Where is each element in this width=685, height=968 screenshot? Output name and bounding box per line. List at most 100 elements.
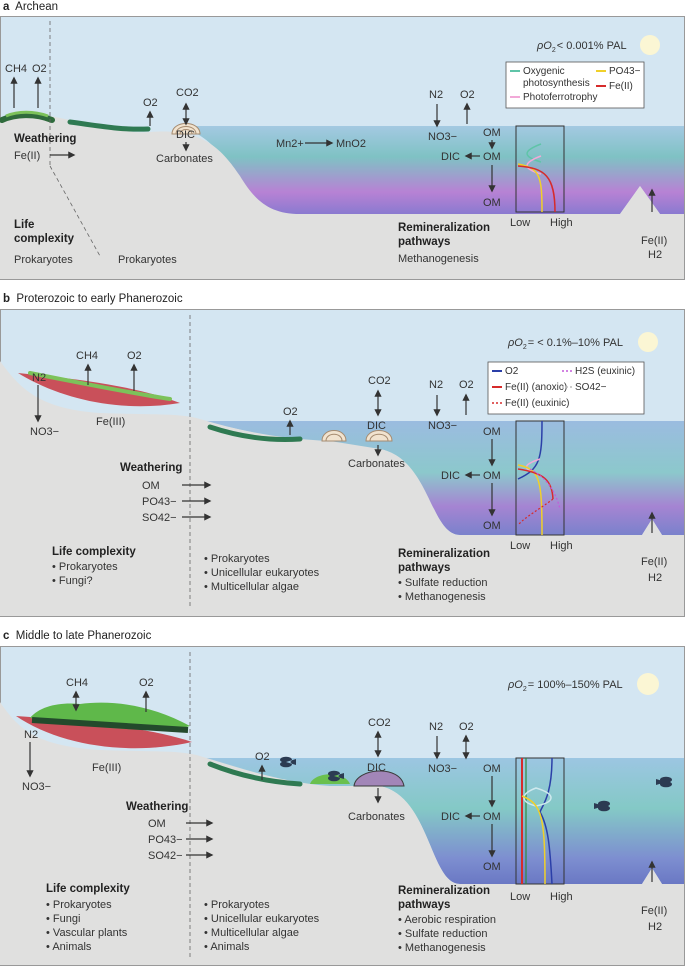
panel-c-reef xyxy=(353,770,405,787)
panel-a-fe-vent: Fe(II) xyxy=(641,235,667,247)
panel-a-om1: OM xyxy=(483,127,501,139)
panel-a-weathering: Weathering xyxy=(14,133,76,145)
panel-c-title: c Middle to late Phanerozoic xyxy=(3,630,151,642)
panel-a-life-title-2: complexity xyxy=(14,233,75,245)
panel-c-life-left-0: • Prokaryotes xyxy=(46,899,112,911)
panel-c-remin-1-text: Sulfate reduction xyxy=(405,928,488,940)
panel-c-life-left-3: • Animals xyxy=(46,941,92,953)
panel-b-land-mat xyxy=(28,371,172,401)
panel-c-o2: O2 xyxy=(139,677,154,689)
panel-c-life-left-1: • Fungi xyxy=(46,913,80,925)
panel-a-legend-2: PO43− xyxy=(609,66,641,77)
panel-c-n2-r: N2 xyxy=(429,721,443,733)
panel-b-sun xyxy=(638,332,658,352)
panel-b-profile-fe-euxinic xyxy=(517,498,554,526)
panel-c-remin-2-text: Methanogenesis xyxy=(405,942,486,954)
panel-c-life-right-2-text: Multicellular algae xyxy=(211,927,299,939)
panel-a-ocean xyxy=(180,126,684,214)
panel-b-ch4: CH4 xyxy=(76,350,98,362)
panel-c-remin-title-2: pathways xyxy=(398,899,450,911)
panel-c-weathering: Weathering xyxy=(126,801,188,813)
panel-a-po2: ρO2< 0.001% PAL xyxy=(536,40,627,54)
panel-c-life-title: Life complexity xyxy=(46,883,130,895)
panel-b-w-po4: PO43− xyxy=(142,496,177,508)
panel-a-land-mat xyxy=(0,112,55,123)
panel-b-w-so4: SO42− xyxy=(142,512,177,524)
panel-b-ocean xyxy=(200,421,684,535)
panel-a-o2-ocean: O2 xyxy=(460,89,475,101)
panel-a-title: a Archean xyxy=(3,1,58,13)
panel-a-ch4: CH4 xyxy=(5,63,27,75)
panel-c-dic: DIC xyxy=(367,762,386,774)
panel-a-life-left-0: Prokaryotes xyxy=(14,254,73,266)
panel-b-legend-5: Fe(II) (euxinic) xyxy=(505,398,569,409)
panel-b-fe-vent: Fe(II) xyxy=(641,556,667,568)
panel-c-life-left-2: • Vascular plants xyxy=(46,927,128,939)
panel-b-co2: CO2 xyxy=(368,375,391,387)
panel-a-legend-4: Fe(II) xyxy=(609,81,633,92)
panel-b-letter: b xyxy=(3,293,11,305)
panel-b-po2-sub: 2 xyxy=(523,344,527,351)
panel-c-carbonates: Carbonates xyxy=(348,811,405,823)
panel-a-profile-box xyxy=(515,125,565,213)
panel-a-dic-om: DIC xyxy=(441,151,460,163)
panel-b-legend-1: O2 xyxy=(505,366,519,377)
panel-a-letter: a xyxy=(3,1,10,13)
panel-c-po2-value: = 100%–150% PAL xyxy=(528,679,623,691)
panel-c-remin-1: • Sulfate reduction xyxy=(398,928,487,940)
panel-c-sun xyxy=(637,673,659,695)
panel-c-life-right-3-text: Animals xyxy=(210,941,250,953)
panel-c-profile-box xyxy=(515,757,565,885)
panel-c-life-left-2-text: Vascular plants xyxy=(53,927,128,939)
panel-b-no3-r: NO3− xyxy=(428,420,457,432)
panel-b-o2: O2 xyxy=(127,350,142,362)
panel-b-title-text: Proterozoic to early Phanerozoic xyxy=(16,293,183,305)
panel-b-remin-0: • Sulfate reduction xyxy=(398,577,487,589)
panel-a-low: Low xyxy=(510,217,530,229)
panel-b-stromatolite-2 xyxy=(365,430,393,442)
panel-c-life-right-0-text: Prokaryotes xyxy=(211,899,270,911)
panel-b-life-right-0: • Prokaryotes xyxy=(204,553,270,565)
panel-b-o2-r: O2 xyxy=(459,379,474,391)
panel-b-legend-4: SO42− xyxy=(575,382,607,393)
panel-c-o2-r: O2 xyxy=(459,721,474,733)
panel-a-life-right-0: Prokaryotes xyxy=(118,254,177,266)
panel-c-life-right-2: • Multicellular algae xyxy=(204,927,299,939)
panel-a-legend xyxy=(505,61,645,109)
panel-b-life-right-2-text: Multicellular algae xyxy=(211,581,299,593)
panel-a-remin-title-2: pathways xyxy=(398,236,450,248)
panel-c-life-left-3-text: Animals xyxy=(52,941,92,953)
panel-b-om2: OM xyxy=(483,470,501,482)
panel-c-fish-1 xyxy=(280,756,296,768)
panel-c-fe-vent: Fe(II) xyxy=(641,905,667,917)
panel-c-profile-po4 xyxy=(521,795,546,885)
panel-c-high: High xyxy=(550,891,573,903)
panel-b-profile-po4 xyxy=(517,464,543,536)
panel-c-w-so4: SO42− xyxy=(148,850,183,862)
panel-a-fe2: Fe(II) xyxy=(14,150,40,162)
panel-b-po2: ρO2= < 0.1%–10% PAL xyxy=(507,337,623,351)
panel-c-n2: N2 xyxy=(24,729,38,741)
panel-a-no3: NO3− xyxy=(428,131,457,143)
panel-b-n2: N2 xyxy=(32,372,46,384)
panel-b-fe3: Fe(III) xyxy=(96,416,125,428)
panel-b-soil xyxy=(18,373,180,407)
panel-a-stromatolite xyxy=(171,123,201,135)
panel-a-remin-title-1: Remineralization xyxy=(398,222,490,234)
panel-a-legend-1b: photosynthesis xyxy=(523,78,590,89)
panel-c-om3: OM xyxy=(483,861,501,873)
panel-b-carbonates: Carbonates xyxy=(348,458,405,470)
panel-c-fe3: Fe(III) xyxy=(92,762,121,774)
panel-c-life-right-1: • Unicellular eukaryotes xyxy=(204,913,320,925)
panel-b-low: Low xyxy=(510,540,530,552)
panel-b-po2-value: = < 0.1%–10% PAL xyxy=(528,337,623,349)
panel-a-mno2: MnO2 xyxy=(336,138,366,150)
panel-a-shelf-mat xyxy=(67,119,151,132)
panel-c-ocean xyxy=(200,758,684,884)
panel-a-shelf-o2: O2 xyxy=(143,97,158,109)
panel-c-fish-4 xyxy=(656,776,672,788)
panel-b-profile-h2s xyxy=(529,468,561,510)
panel-b-remin-1: • Methanogenesis xyxy=(398,591,486,603)
panel-c-remin-0-text: Aerobic respiration xyxy=(404,914,496,926)
panel-a-land-mat-top xyxy=(5,110,49,118)
